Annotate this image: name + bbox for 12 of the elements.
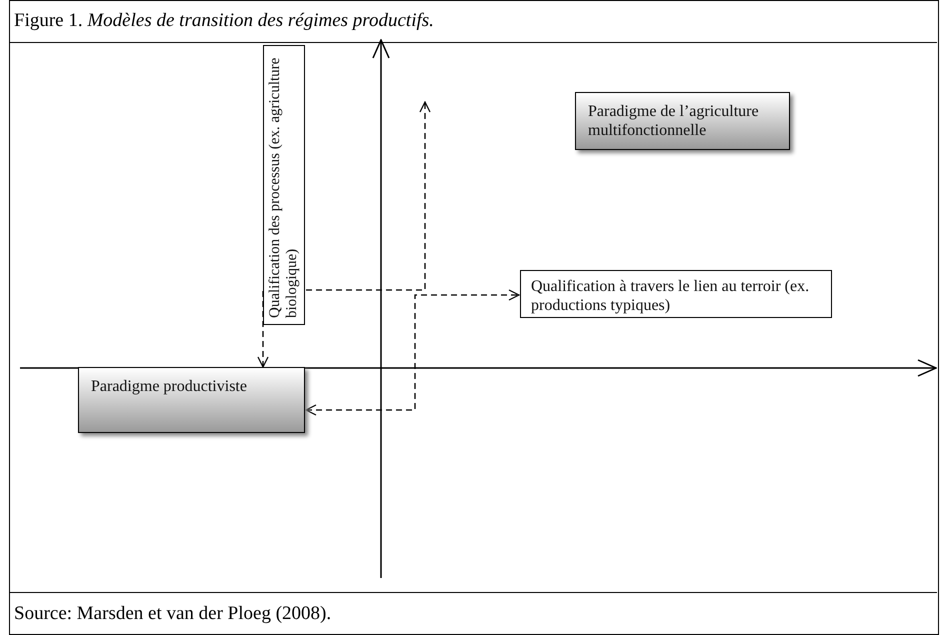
- box-text: Paradigme productiviste: [90, 377, 248, 397]
- box-text: Qualification des processus (ex. agriculture biologique): [266, 56, 301, 320]
- paradigm-box: [78, 367, 305, 433]
- dashed-arrow: [305, 289, 520, 416]
- paradigm-box: [575, 92, 790, 150]
- label-box: [520, 270, 832, 318]
- figure-title: Figure 1. Modèles de transition des régimes productifs.: [14, 10, 434, 32]
- source-caption: Source: Marsden et van der Ploeg (2008).: [14, 603, 332, 625]
- label-box: [263, 45, 305, 325]
- box-text: Paradigme de l’agriculture multifonctionnelle: [587, 102, 760, 141]
- box-text: Qualification à travers le lien au terroir (ex. productions typiques): [530, 277, 810, 316]
- dashed-arrow: [257, 101, 431, 368]
